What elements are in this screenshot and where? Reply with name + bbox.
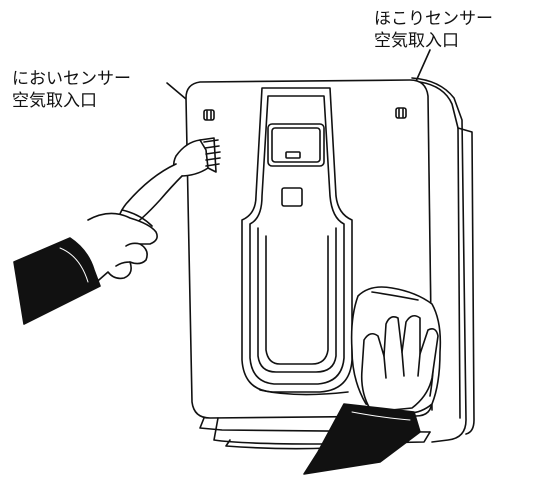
dust-sensor-label-line2: 空気取入口 — [374, 31, 459, 51]
odor-sensor-inlet — [203, 109, 215, 121]
odor-sensor-label-line2: 空気取入口 — [12, 91, 97, 111]
purifier-base — [199, 417, 431, 450]
right-sleeve — [303, 403, 421, 475]
left-sleeve — [13, 237, 101, 325]
dust-sensor-inlet-label: ほこりセンサー 空気取入口 — [374, 8, 493, 52]
dust-sensor-label-line1: ほこりセンサー — [374, 9, 493, 29]
odor-sensor-inlet-label: においセンサー 空気取入口 — [12, 68, 131, 112]
odor-sensor-label-line1: においセンサー — [12, 69, 131, 89]
dust-sensor-inlet — [395, 107, 407, 119]
control-button — [281, 187, 303, 207]
display-window — [267, 123, 325, 167]
